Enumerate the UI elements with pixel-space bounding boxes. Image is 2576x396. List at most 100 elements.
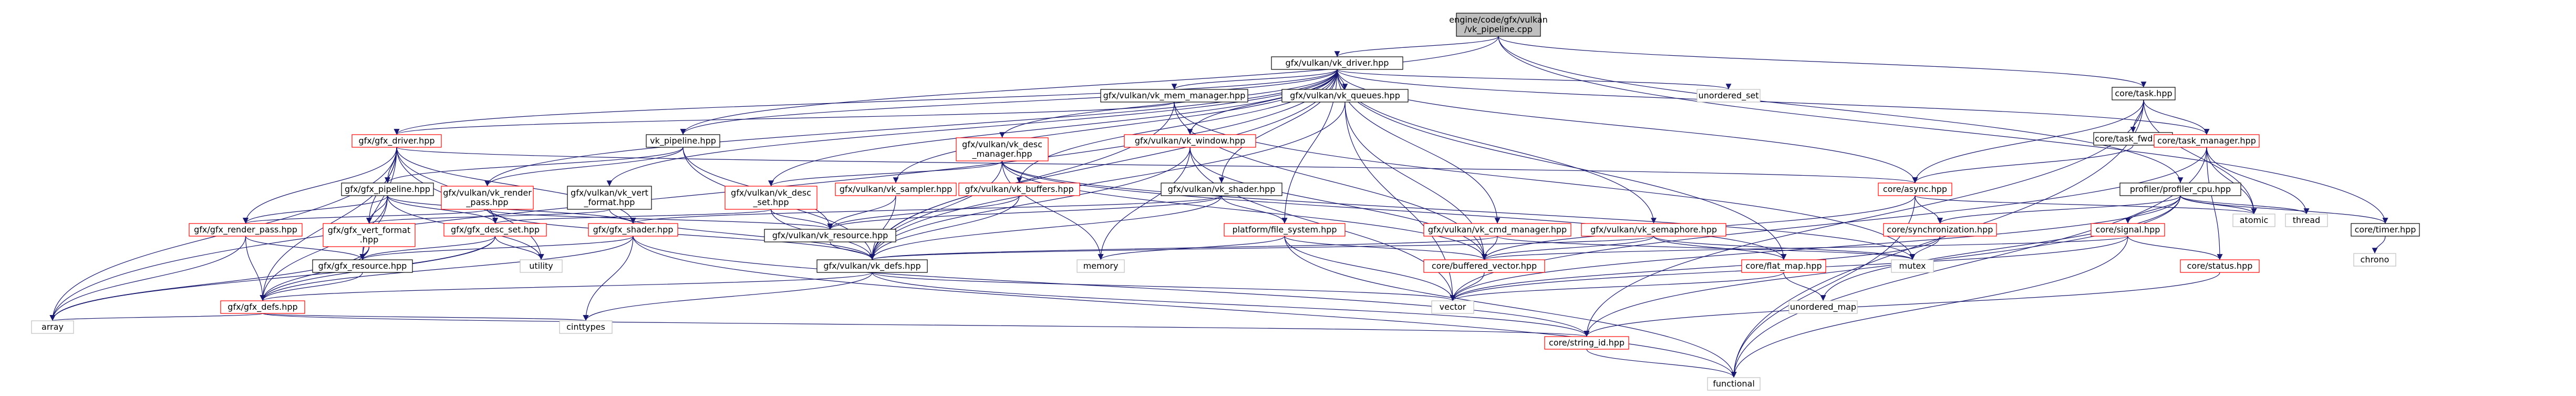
edge-vk_defs-to-cinttypes (583, 272, 873, 321)
node-box (1788, 300, 1858, 314)
node-functional: functional (1707, 377, 1761, 391)
node-label: chrono (2361, 255, 2389, 265)
node-box (323, 223, 416, 247)
edge-root-to-vk_pipeline_hpp (680, 36, 1499, 135)
node-box (1891, 259, 1934, 273)
node-vk_buffers[interactable]: gfx/vulkan/vk_buffers.hpp (958, 182, 1080, 196)
node-box (1423, 223, 1571, 237)
node-gfx_desc_set[interactable]: gfx/gfx_desc_set.hpp (443, 223, 547, 237)
edge-vk_render_pass-to-gfx_render_pass (243, 209, 488, 224)
edge-vk_sampler-to-vk_resource (827, 195, 896, 230)
edge-vk_queues-to-vk_defs (869, 101, 1346, 260)
node-root[interactable]: engine/code/gfx/vulkan/vk_pipeline.cpp (1449, 13, 1548, 37)
node-gfx_shader[interactable]: gfx/gfx_shader.hpp (588, 223, 678, 237)
node-label: core/string_id.hpp (1549, 338, 1625, 348)
node-box (351, 134, 442, 148)
node-unordered_map: unordered_map (1788, 300, 1858, 314)
node-task[interactable]: core/task.hpp (2112, 87, 2176, 100)
dependency-edges (49, 36, 2388, 378)
edge-vk_render_pass-to-vk_defs (487, 209, 875, 260)
node-vk_driver[interactable]: gfx/vulkan/vk_driver.hpp (1271, 56, 1403, 70)
node-buffered_vector[interactable]: core/buffered_vector.hpp (1423, 259, 1545, 273)
edge-core_signal-to-functional (1731, 236, 2128, 378)
node-vk_queues[interactable]: gfx/vulkan/vk_queues.hpp (1281, 89, 1409, 103)
node-box (189, 223, 303, 237)
node-vk_desc_manager[interactable]: gfx/vulkan/vk_desc_manager.hpp (956, 137, 1049, 161)
edge-gfx_driver-to-gfx_render_pass (243, 147, 397, 224)
node-label: vk_pipeline.hpp (650, 136, 716, 146)
node-box (2180, 259, 2260, 273)
node-file_system[interactable]: platform/file_system.hpp (1224, 223, 1346, 237)
node-vk_sampler[interactable]: gfx/vulkan/vk_sampler.hpp (835, 182, 957, 196)
edge-gfx_driver-to-core_async (396, 147, 1918, 184)
node-vk_resource[interactable]: gfx/vulkan/vk_resource.hpp (764, 229, 896, 242)
node-label: memory (1083, 261, 1119, 271)
node-gfx_resource[interactable]: gfx/gfx_resource.hpp (312, 259, 413, 273)
node-label: gfx/vulkan/vk_queues.hpp (1290, 90, 1400, 101)
node-vk_cmd_manager[interactable]: gfx/vulkan/vk_cmd_manager.hpp (1423, 223, 1571, 237)
node-gfx_defs[interactable]: gfx/gfx_defs.hpp (220, 300, 305, 314)
edge-vk_driver-to-gfx_driver (394, 69, 1338, 135)
node-label: gfx/vulkan/vk_semaphore.hpp (1590, 225, 1717, 235)
node-label: vector (1440, 302, 1466, 312)
node-label: unordered_set (1698, 90, 1758, 101)
node-vk_pipeline_hpp[interactable]: vk_pipeline.hpp (646, 134, 720, 148)
edge-vk_driver-to-vk_window (1187, 69, 1338, 135)
node-box (1431, 300, 1474, 314)
node-core_signal[interactable]: core/signal.hpp (2091, 223, 2165, 237)
node-label: gfx/vulkan/vk_desc (731, 188, 811, 198)
node-gfx_pipeline[interactable]: gfx/gfx_pipeline.hpp (341, 182, 434, 196)
node-box (312, 259, 413, 273)
node-label: gfx/gfx_driver.hpp (358, 136, 434, 146)
node-core_sync[interactable]: core/synchronization.hpp (1883, 223, 1997, 237)
node-gfx_render_pass[interactable]: gfx/gfx_render_pass.hpp (189, 223, 303, 237)
node-core_status[interactable]: core/status.hpp (2180, 259, 2260, 273)
edge-vk_driver-to-vk_sampler (893, 69, 1338, 184)
edge-profiler_cpu-to-vector (1450, 195, 2181, 301)
node-gfx_driver[interactable]: gfx/gfx_driver.hpp (351, 134, 442, 148)
edge-profiler_cpu-to-unordered_map (1820, 195, 2181, 301)
node-core_async[interactable]: core/async.hpp (1878, 182, 1952, 196)
node-vk_mem_manager[interactable]: gfx/vulkan/vk_mem_manager.hpp (1100, 89, 1248, 103)
edge-root-to-task (1498, 36, 2147, 88)
node-array: array (31, 320, 74, 334)
node-box (567, 186, 652, 210)
edge-gfx_pipeline-to-gfx_defs (260, 195, 388, 301)
node-cinttypes: cinttypes (559, 320, 613, 334)
edge-task-to-core_async (1912, 99, 2144, 184)
node-string_id[interactable]: core/string_id.hpp (1544, 336, 1629, 350)
node-vk_desc_set[interactable]: gfx/vulkan/vk_desc_set.hpp (725, 186, 818, 210)
node-label: gfx/vulkan/vk_defs.hpp (823, 261, 920, 271)
edge-core_signal-to-core_status (2127, 236, 2223, 260)
node-vk_vert_format[interactable]: gfx/vulkan/vk_vert_format.hpp (567, 186, 652, 210)
node-flat_map[interactable]: core/flat_map.hpp (1741, 259, 1826, 273)
node-vk_shader[interactable]: gfx/vulkan/vk_shader.hpp (1161, 182, 1282, 196)
node-label: /vk_pipeline.cpp (1464, 24, 1533, 35)
edge-gfx_desc_set-to-utility (494, 236, 544, 260)
edge-vk_desc_manager-to-mutex (1001, 160, 1916, 260)
edge-vk_buffers-to-vk_resource (827, 195, 1020, 230)
node-box (1696, 89, 1761, 103)
node-vk_defs[interactable]: gfx/vulkan/vk_defs.hpp (816, 259, 928, 273)
node-vk_window[interactable]: gfx/vulkan/vk_window.hpp (1124, 134, 1256, 148)
node-box (520, 259, 563, 273)
node-core_timer[interactable]: core/timer.hpp (2351, 223, 2420, 237)
edge-core_timer-to-chrono (2372, 236, 2386, 254)
node-unordered_set: unordered_set (1696, 89, 1761, 103)
edge-gfx_desc_set-to-gfx_resource (359, 236, 496, 260)
node-label: gfx/vulkan/vk_sampler.hpp (840, 184, 953, 195)
node-box (1883, 223, 1997, 237)
node-label: core/signal.hpp (2096, 225, 2160, 235)
node-vk_render_pass[interactable]: gfx/vulkan/vk_render_pass.hpp (441, 186, 534, 210)
edge-vk_semaphore-to-vk_defs (870, 236, 1654, 260)
edge-core_sync-to-vector (1450, 236, 1941, 301)
node-task_manager[interactable]: core/task_manager.hpp (2154, 134, 2260, 148)
node-box (956, 137, 1049, 161)
node-gfx_vert_format[interactable]: gfx/gfx_vert_format.hpp (323, 223, 416, 247)
edge-gfx_driver-to-gfx_desc_set (396, 147, 498, 224)
node-profiler_cpu[interactable]: profiler/profiler_cpu.hpp (2119, 182, 2241, 196)
node-vk_semaphore[interactable]: gfx/vulkan/vk_semaphore.hpp (1581, 223, 1726, 237)
node-label: gfx/gfx_vert_format (328, 225, 410, 236)
node-label: core/task_manager.hpp (2157, 136, 2256, 146)
edge-vk_defs-to-gfx_defs (260, 272, 873, 301)
